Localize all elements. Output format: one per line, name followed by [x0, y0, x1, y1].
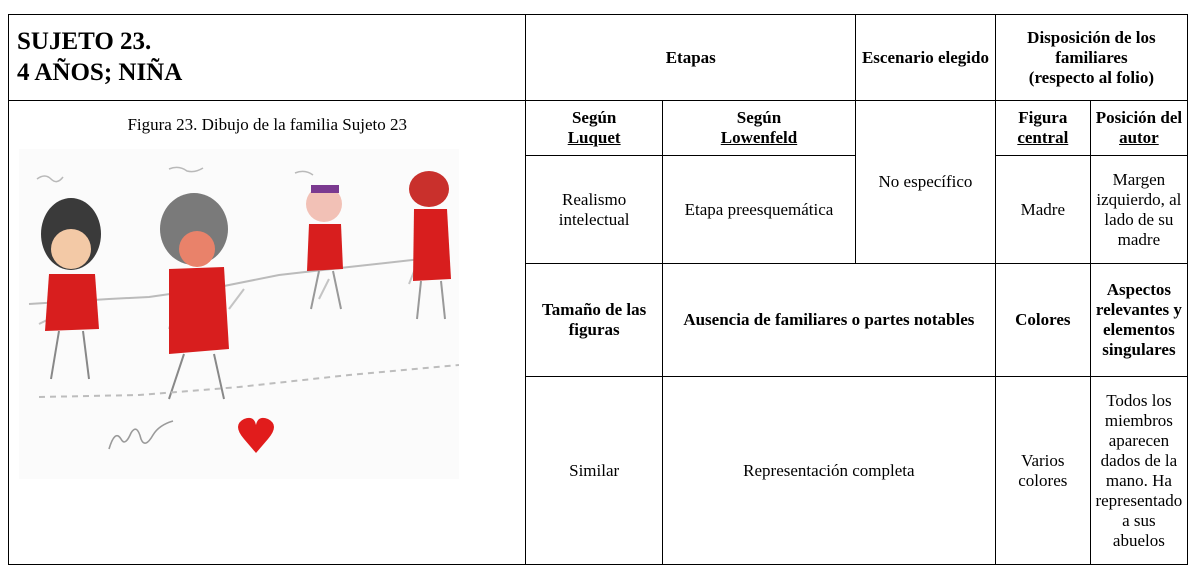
disposicion-line-3: (respecto al folio): [1028, 67, 1155, 87]
lowenfeld-value: Etapa preesquemática: [661, 155, 857, 264]
luquet-subheader-line-2: Luquet: [567, 128, 621, 147]
luquet-subheader-line-1: Según: [571, 108, 617, 127]
luquet-subheader: Según Luquet: [525, 100, 663, 156]
escenario-header: Escenario elegido: [855, 14, 996, 101]
lowenfeld-subheader-line-1: Según: [736, 108, 782, 127]
luquet-value: Realismo intelectual: [525, 155, 663, 264]
figure-cell: Figura 23. Dibujo de la familia Sujeto 2…: [7, 100, 527, 565]
aspectos-subheader: Aspectos relevantes y elementos singular…: [1089, 263, 1189, 377]
posicion-subheader-line-1: Posición del: [1095, 108, 1183, 127]
escenario-value: No específico: [855, 100, 996, 264]
figure-caption: Figura 23. Dibujo de la familia Sujeto 2…: [127, 115, 407, 134]
posicion-subheader-line-2: autor: [1119, 128, 1159, 147]
family-analysis-table-wrapper: SUJETO 23. 4 AÑOS; NIÑA Etapas Escenario…: [7, 14, 1189, 568]
family-analysis-table: SUJETO 23. 4 AÑOS; NIÑA Etapas Escenario…: [7, 14, 1189, 565]
lowenfeld-subheader: Según Lowenfeld: [661, 100, 857, 156]
colores-subheader: Colores: [994, 263, 1091, 377]
figura-central-value: Madre: [994, 155, 1091, 264]
ausencia-value: Representación completa: [661, 376, 996, 565]
posicion-autor-subheader: Posición del autor: [1089, 100, 1189, 156]
aspectos-value: Todos los miembros aparecen dados de la …: [1089, 376, 1189, 565]
colores-value: Varios colores: [994, 376, 1091, 565]
figura-central-subheader: Figura central: [994, 100, 1091, 156]
figura-subheader-line-2: central: [1017, 128, 1069, 147]
tamano-value: Similar: [525, 376, 663, 565]
ausencia-subheader: Ausencia de familiares o partes notables: [661, 263, 996, 377]
figura-subheader-line-1: Figura: [1018, 108, 1068, 127]
subject-line-1: SUJETO 23.: [17, 27, 152, 55]
disposicion-line-1: Disposición de los: [1027, 27, 1156, 47]
subject-heading: SUJETO 23. 4 AÑOS; NIÑA: [7, 14, 527, 101]
disposicion-header: Disposición de los familiares (respecto …: [994, 14, 1189, 101]
etapas-header: Etapas: [525, 14, 857, 101]
lowenfeld-subheader-line-2: Lowenfeld: [720, 128, 798, 147]
disposicion-line-2: familiares: [1055, 47, 1128, 67]
posicion-autor-value: Margen izquierdo, al lado de su madre: [1089, 155, 1189, 264]
family-drawing-image: [19, 149, 459, 479]
tamano-subheader: Tamaño de las figuras: [525, 263, 663, 377]
subject-line-2: 4 AÑOS; NIÑA: [17, 58, 183, 86]
